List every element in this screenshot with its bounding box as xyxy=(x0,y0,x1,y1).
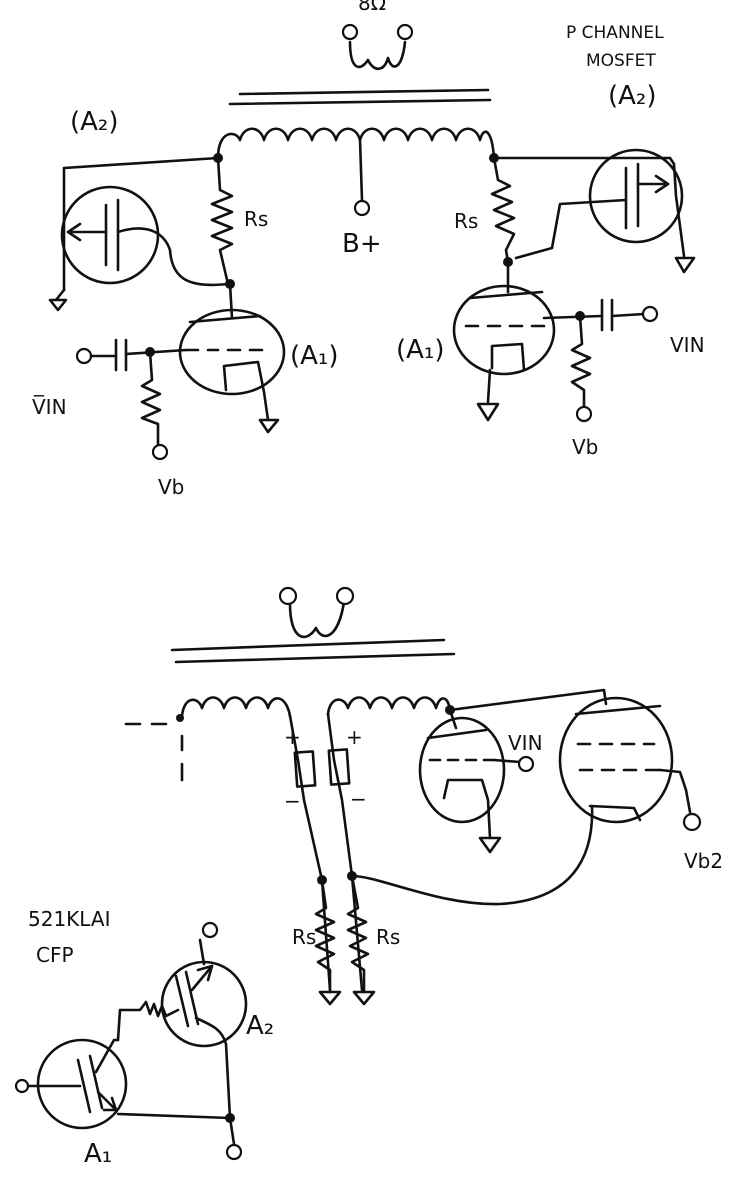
minus-right-label: − xyxy=(350,787,367,811)
vin-right-label: VIN xyxy=(670,333,705,357)
a2-right-label: (A₂) xyxy=(608,81,657,111)
right-input-network xyxy=(542,298,659,423)
cfp-note-line2: CFP xyxy=(36,943,74,967)
vb2-label: Vb2 xyxy=(684,849,723,873)
left-input-network xyxy=(75,338,188,461)
mosfet-note-line2: MOSFET xyxy=(586,51,656,71)
rs-right-label: Rs xyxy=(454,209,478,233)
a1-right-label: (A₁) xyxy=(396,335,445,365)
vin-left-label: V̅IN xyxy=(32,394,67,419)
mid-tube-small xyxy=(418,708,535,854)
cfp-note-line1: 521KLAI xyxy=(28,907,110,931)
plate-link-wire xyxy=(448,688,608,712)
left-gate-wire xyxy=(168,248,230,287)
rs-left-label: Rs xyxy=(244,207,268,231)
left-mosfet-a2 xyxy=(48,166,172,312)
left-rs-resistor xyxy=(210,156,234,286)
top-output-transformer xyxy=(216,23,496,217)
left-drain-wire xyxy=(62,156,220,170)
vb-right-label: Vb xyxy=(572,435,598,459)
right-mosfet-a2 xyxy=(514,148,696,274)
rs-bottom-right-label: Rs xyxy=(376,925,400,949)
cfp-a2-label: A₂ xyxy=(246,1011,274,1041)
bias-cells xyxy=(288,712,376,1006)
left-tube-a1 xyxy=(178,282,286,434)
cfp-transistor-a2 xyxy=(116,921,248,1120)
cfp-a1-label: A₁ xyxy=(84,1139,112,1169)
a1-left-label: (A₁) xyxy=(290,341,339,371)
bottom-output-transformer xyxy=(124,586,456,782)
top-secondary-label: 8Ω xyxy=(358,0,386,15)
plus-right-label: + xyxy=(346,725,363,749)
b-plus-label: B+ xyxy=(342,229,382,259)
plus-left-label: + xyxy=(284,725,301,749)
rs-bottom-left-label: Rs xyxy=(292,925,316,949)
mosfet-note-line1: P CHANNEL xyxy=(566,23,664,43)
right-tube-a1 xyxy=(452,260,556,422)
right-rs-resistor xyxy=(490,156,516,264)
cfp-transistor-a1 xyxy=(14,1038,243,1161)
mid-tube-large xyxy=(350,696,702,906)
vb-left-label: Vb xyxy=(158,475,184,499)
minus-left-label: − xyxy=(284,789,301,813)
a2-left-label: (A₂) xyxy=(70,107,119,137)
vin-bottom-label: VIN xyxy=(508,731,543,755)
